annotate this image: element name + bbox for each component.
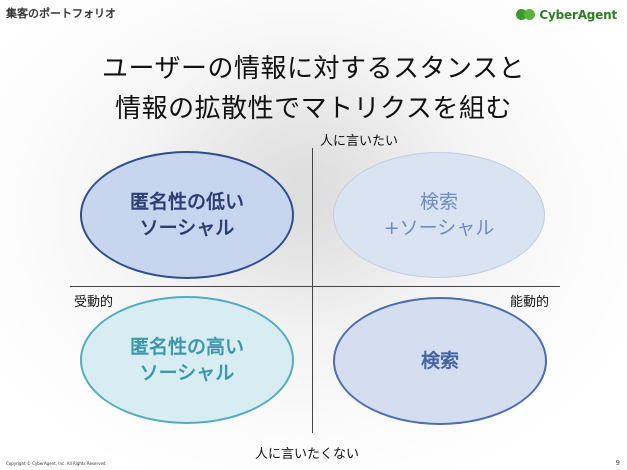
- title-line-1: ユーザーの情報に対するスタンスと: [0, 48, 627, 85]
- quadrant-tl-line2: ソーシャル: [130, 215, 244, 241]
- quadrant-low-anonymity-social: 匿名性の低い ソーシャル: [80, 151, 294, 279]
- quadrant-br-line1: 検索: [421, 348, 459, 374]
- cyberagent-logo: CyberAgent: [516, 8, 617, 22]
- horizontal-axis: [70, 286, 560, 287]
- quadrant-high-anonymity-social: 匿名性の高い ソーシャル: [80, 296, 294, 424]
- quadrant-tr-line1: 検索: [384, 189, 495, 215]
- quadrant-search-social: 検索 +ソーシャル: [333, 152, 545, 278]
- quadrant-bl-line2: ソーシャル: [130, 360, 244, 386]
- axis-label-right: 能動的: [510, 291, 549, 310]
- quadrant-tr-line2: +ソーシャル: [384, 215, 495, 241]
- axis-label-left: 受動的: [74, 291, 113, 310]
- quadrant-search: 検索: [333, 297, 547, 425]
- axis-label-top: 人に言いたい: [320, 130, 398, 149]
- quadrant-bl-line1: 匿名性の高い: [130, 334, 244, 360]
- corner-title: 集客のポートフォリオ: [6, 5, 116, 21]
- vertical-axis: [312, 148, 313, 433]
- page-number: 9: [616, 459, 620, 467]
- axis-label-bottom: 人に言いたくない: [255, 443, 359, 462]
- copyright: Copyright © CyberAgent, Inc. All Rights …: [6, 461, 107, 466]
- title-line-2: 情報の拡散性でマトリクスを組む: [0, 88, 627, 125]
- logo-mark-icon: [516, 8, 536, 22]
- logo-text: CyberAgent: [539, 8, 617, 22]
- quadrant-tl-line1: 匿名性の低い: [130, 189, 244, 215]
